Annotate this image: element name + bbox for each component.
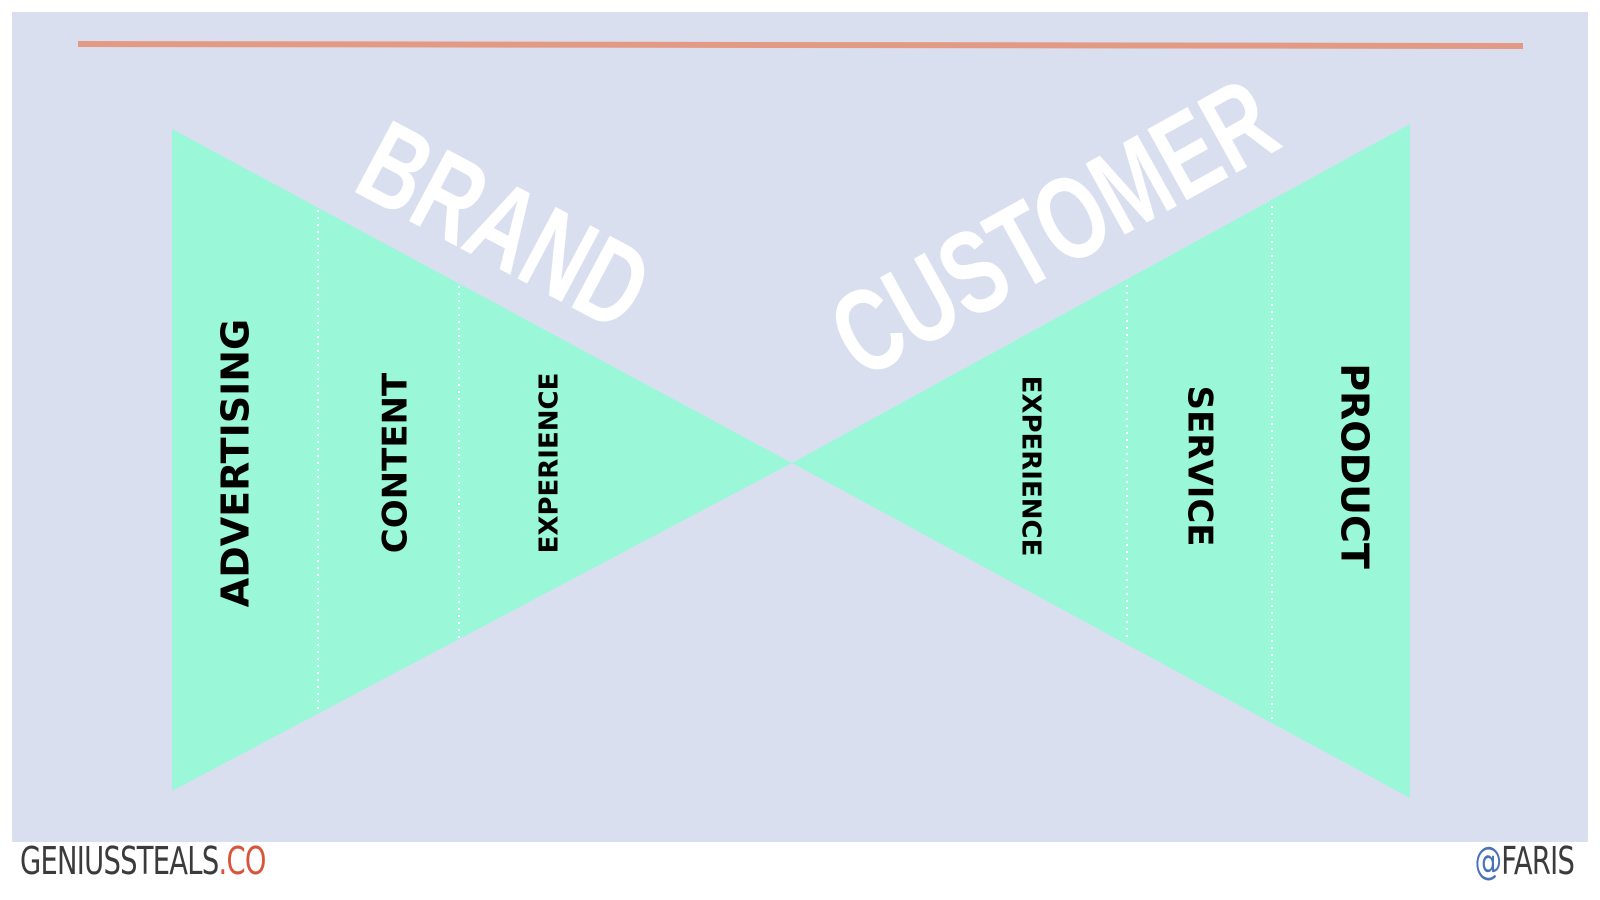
footer-site[interactable]: GENIUSSTEALS.CO [20, 842, 266, 880]
footer-handle-name: FARIS [1501, 839, 1575, 883]
left-segment-advertising: ADVERTISING [214, 319, 258, 607]
right-segment-service: SERVICE [1180, 385, 1220, 546]
right-segment-experience: EXPERIENCE [1016, 376, 1046, 557]
right-funnel-triangle [792, 124, 1410, 798]
left-segment-experience: EXPERIENCE [535, 373, 565, 554]
footer-site-tld: .CO [218, 839, 266, 883]
footer-handle[interactable]: @FARIS [1474, 839, 1575, 883]
top-rule [77, 41, 1524, 49]
footer-site-name: GENIUSSTEALS [20, 839, 219, 883]
left-funnel-triangle [172, 129, 792, 791]
left-segment-content: CONTENT [376, 372, 416, 553]
footer-handle-at: @ [1474, 839, 1502, 883]
right-segment-product: PRODUCT [1333, 363, 1377, 569]
